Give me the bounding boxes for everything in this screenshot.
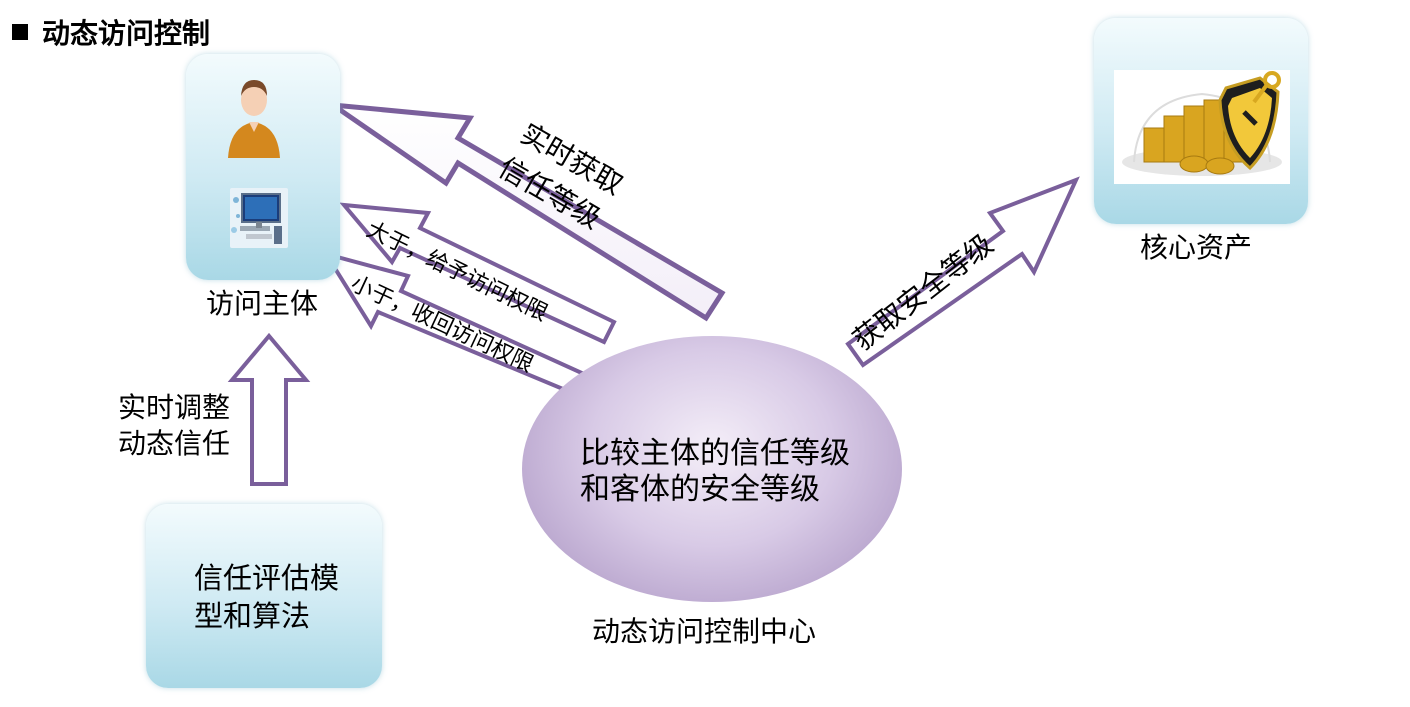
adjust-line1: 实时调整 (118, 391, 231, 424)
center-line2: 和客体的安全等级 (580, 472, 820, 507)
title-text: 动态访问控制 (42, 17, 211, 50)
title-bullet-icon (12, 24, 28, 40)
adjust-line2: 动态信任 (118, 427, 231, 460)
asset-image (1114, 70, 1290, 184)
gold-shield-icon (1122, 71, 1282, 176)
revoke-arrow (321, 250, 587, 397)
center-caption: 动态访问控制中心 (592, 615, 817, 648)
model-box: 信任评估模 型和算法 (146, 504, 382, 688)
grant-arrow (339, 202, 617, 345)
person-icon (228, 80, 280, 158)
adjust-trust-arrow (227, 332, 311, 486)
model-line1: 信任评估模 (194, 561, 340, 595)
asset-box (1094, 18, 1308, 224)
get-security-arrow (845, 176, 1080, 368)
control-center-ellipse (522, 336, 902, 602)
asset-label: 核心资产 (1140, 231, 1253, 264)
get-trust-arrow (323, 101, 726, 322)
subject-box (186, 54, 340, 280)
center-line1: 比较主体的信任等级 (580, 436, 850, 471)
model-line2: 型和算法 (194, 599, 311, 633)
subject-label: 访问主体 (206, 287, 319, 320)
page-title: 动态访问控制 (12, 12, 210, 52)
computer-icon (230, 188, 288, 248)
